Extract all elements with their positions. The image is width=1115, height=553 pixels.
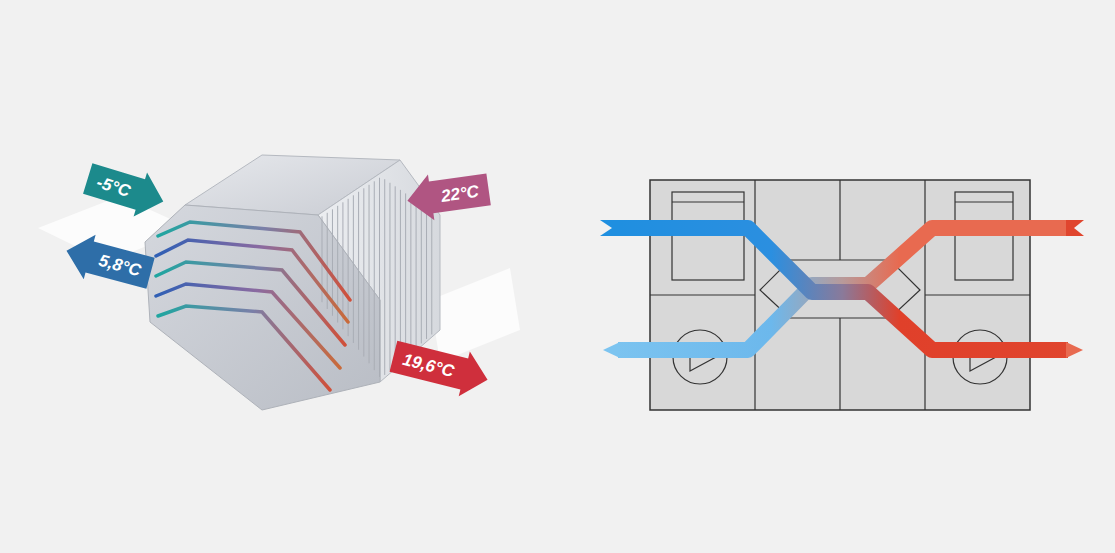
arrow-body [81,156,170,223]
arrow-body [404,167,492,224]
temperature-arrow: 22°C [404,167,492,224]
arrow-body [387,334,492,402]
arrow-body [60,229,156,296]
